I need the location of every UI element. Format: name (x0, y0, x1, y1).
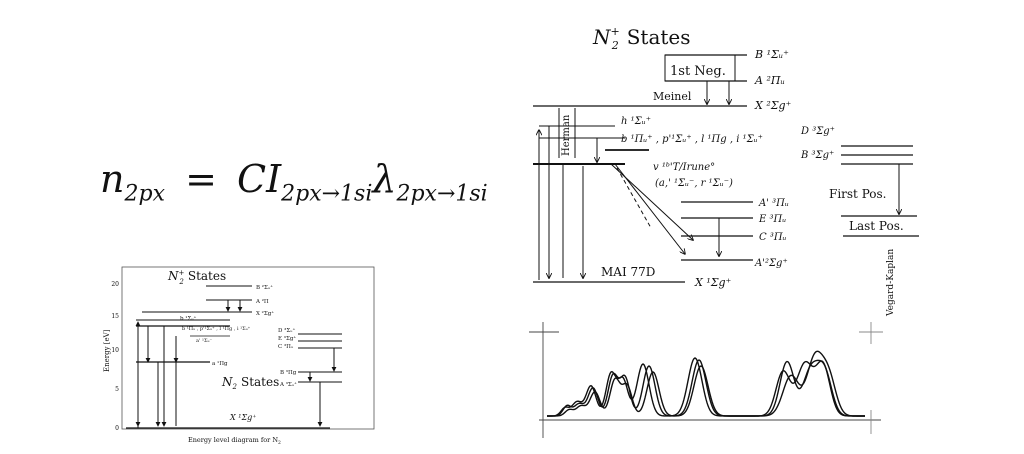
eq-ci: CI (237, 157, 282, 201)
big-mai: MAI 77D (601, 265, 655, 279)
small-label-bpi: b ¹Πᵤ , p'¹Σᵤ⁺ , l ¹Πg , i ¹Σᵤ⁺ (182, 326, 251, 332)
big-first-neg: 1st Neg. (670, 64, 726, 79)
big-level-v: v ¹ᵇ'T/Irune° (653, 162, 715, 173)
big-level-aparen: (a,' ¹Σᵤ⁻, r ¹Σᵤ⁻) (655, 178, 733, 189)
small-ylabel: Energy [eV] (103, 329, 111, 372)
big-level-aplus: A ²Πᵤ (754, 74, 785, 87)
big-last-pos: Last Pos. (849, 219, 904, 233)
small-label-dsig: D ³Σᵤ⁺ (278, 327, 295, 334)
eq-i-sub: 2px→1si (281, 181, 373, 207)
ytick-0: 0 (115, 425, 119, 432)
big-level-h: h ¹Σᵤ⁺ (621, 116, 651, 127)
small-label-btrip: B ³Πg (280, 369, 297, 376)
spectrum-line-1 (547, 357, 865, 417)
small-yticks: 0 5 10 15 20 (111, 281, 119, 432)
spectrum-line-2 (547, 359, 865, 417)
big-first-pos: First Pos. (829, 187, 886, 201)
small-label-esig: E ³Σg⁺ (278, 335, 296, 342)
big-level-btrip: B ³Σg⁺ (800, 150, 834, 161)
big-level-e: E ³Πᵤ (758, 214, 786, 225)
ytick-10: 10 (111, 347, 119, 354)
small-label-atrip: A ³Σᵤ⁺ (279, 381, 297, 388)
ytick-20: 20 (111, 281, 119, 288)
spectrum-plot (529, 322, 883, 438)
big-level-atrip: A' ³Πᵤ (758, 198, 789, 209)
ytick-15: 15 (111, 313, 119, 320)
small-diagram-frame (121, 266, 375, 430)
small-label-cpi: C ³Πᵤ (278, 343, 294, 350)
big-vegard: Vegard-Kaplan (886, 249, 896, 317)
ytick-5: 5 (115, 386, 119, 393)
eq-lambda-sub: 2px→1si (396, 181, 488, 207)
big-level-bplus: B ¹Σᵤ⁺ (754, 48, 789, 61)
small-label-asig: a' ¹Σᵤ⁻ (196, 338, 212, 344)
small-label-bplus: B ²Σᵤ⁺ (256, 284, 273, 291)
small-label-api: a ¹Πg (212, 360, 228, 367)
eq-lambda: λ (372, 157, 397, 201)
big-meinel: Meinel (653, 90, 692, 103)
big-level-xplus: X ²Σg⁺ (754, 99, 792, 112)
small-label-xplus: X ²Σg⁺ (256, 310, 274, 317)
big-level-aprime: A'²Σg⁺ (754, 258, 788, 269)
small-label-xground: X ¹Σg⁺ (229, 413, 256, 422)
eq-lhs-sub: 2px (124, 181, 165, 207)
equation: n2px = CI2px→1siλ2px→1si (100, 160, 488, 206)
big-herman: Herman (561, 114, 572, 156)
big-level-xground: X ¹Σg⁺ (694, 276, 732, 289)
eq-lhs-var: n (100, 157, 125, 201)
eq-equals: = (185, 157, 217, 201)
big-level-c: C ³Πᵤ (759, 232, 787, 243)
big-level-b: b ¹Πᵤ⁺ , p'¹Σᵤ⁺ , l ¹Πg , i ¹Σᵤ⁺ (621, 134, 763, 145)
spectrum-series (547, 350, 865, 417)
small-label-aplus: A ²Π (255, 298, 269, 305)
spectrum-line-3 (547, 350, 865, 417)
small-caption: Energy level diagram for N2 (188, 436, 281, 446)
big-level-d: D ³Σg⁺ (800, 126, 835, 137)
small-label-b1: b ¹Σᵤ⁺ (180, 315, 197, 322)
